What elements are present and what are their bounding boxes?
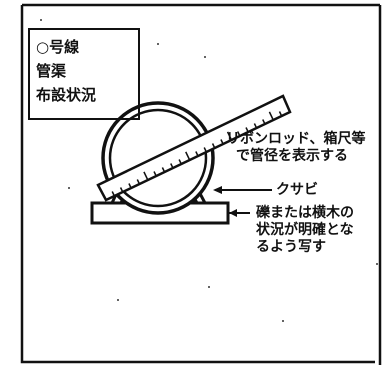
rod-tick <box>161 167 166 173</box>
rod-tick <box>185 151 191 161</box>
wedge-label: クサビ <box>276 182 318 198</box>
paper-specks <box>40 19 378 322</box>
rod-tick <box>153 171 157 177</box>
rod-tick <box>136 179 141 185</box>
ribbon-rod-label-line-1: リボンロッド、箱尺等 <box>226 131 366 147</box>
rod-tick <box>111 191 116 197</box>
rod-tick <box>226 131 233 141</box>
rod-tick <box>268 111 274 121</box>
bedding-label-line-2: 状況が明確とな <box>256 222 354 238</box>
bedding-label-line-1: 礫または横木の <box>256 205 354 221</box>
rod-tick <box>211 143 216 149</box>
title-line-2: 管渠 <box>36 62 67 80</box>
rod-tick <box>203 147 208 153</box>
rod-tick <box>170 163 174 169</box>
pipe-inner <box>108 108 208 208</box>
title-line-1: ○号線 <box>36 38 80 56</box>
bedding-label-line-3: るよう写す <box>256 239 326 255</box>
rod-tick <box>128 183 132 189</box>
rod-tick <box>262 119 266 125</box>
wedge-arrowhead <box>213 186 222 194</box>
rod-tick <box>195 151 199 157</box>
rod-tick <box>119 187 124 193</box>
rod-tick <box>253 123 258 129</box>
rod-tick <box>236 131 241 137</box>
rod-tick <box>178 159 182 165</box>
rod-tick <box>278 111 283 117</box>
rod-tick <box>220 139 224 145</box>
bedding-arrowhead <box>229 209 237 217</box>
title-box: ○号線 管渠 布設状況 <box>28 28 140 120</box>
ribbon-rod-label-line-2: で管径を表示する <box>236 148 348 164</box>
ribbon-rod <box>96 94 292 202</box>
frame-border <box>20 3 382 365</box>
rod-tick <box>143 171 149 181</box>
rod-tick <box>245 127 249 133</box>
title-line-3: 布設状況 <box>36 86 97 104</box>
